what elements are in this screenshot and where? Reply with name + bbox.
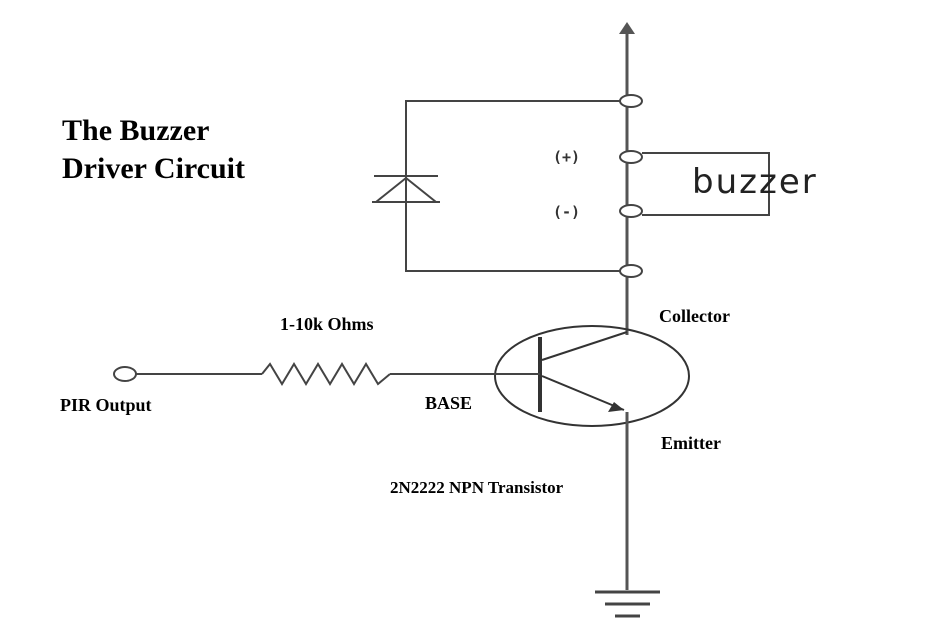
diode-symbol [372,175,440,203]
collector-label: Collector [659,306,730,326]
buzzer-plus-label: (+) [553,148,580,166]
supply-arrow-icon [619,22,635,34]
resistor-label: 1-10k Ohms [280,314,374,334]
buzzer-box [642,152,770,216]
pir-input-terminal [113,366,137,382]
emitter-label: Emitter [661,433,721,453]
buzzer-minus-label: (-) [553,203,580,221]
diode-loop-wire [405,100,620,272]
ground-icon [595,590,660,618]
transistor-collector-lead [541,331,628,361]
emitter-arrow-icon [608,402,624,412]
terminal-top [619,94,643,108]
terminal-buzzer-minus [619,204,643,218]
title-line-2: Driver Circuit [62,152,245,185]
base-label: BASE [425,393,472,413]
transistor-label: 2N2222 NPN Transistor [390,478,564,497]
terminal-buzzer-plus [619,150,643,164]
pir-output-label: PIR Output [60,395,152,415]
resistor-symbol [261,362,391,386]
title-line-1: The Buzzer [62,114,209,147]
transistor-emitter-lead [541,375,625,411]
transistor-body [494,325,690,427]
buzzer-label: buzzer [692,162,818,202]
terminal-bottom [619,264,643,278]
